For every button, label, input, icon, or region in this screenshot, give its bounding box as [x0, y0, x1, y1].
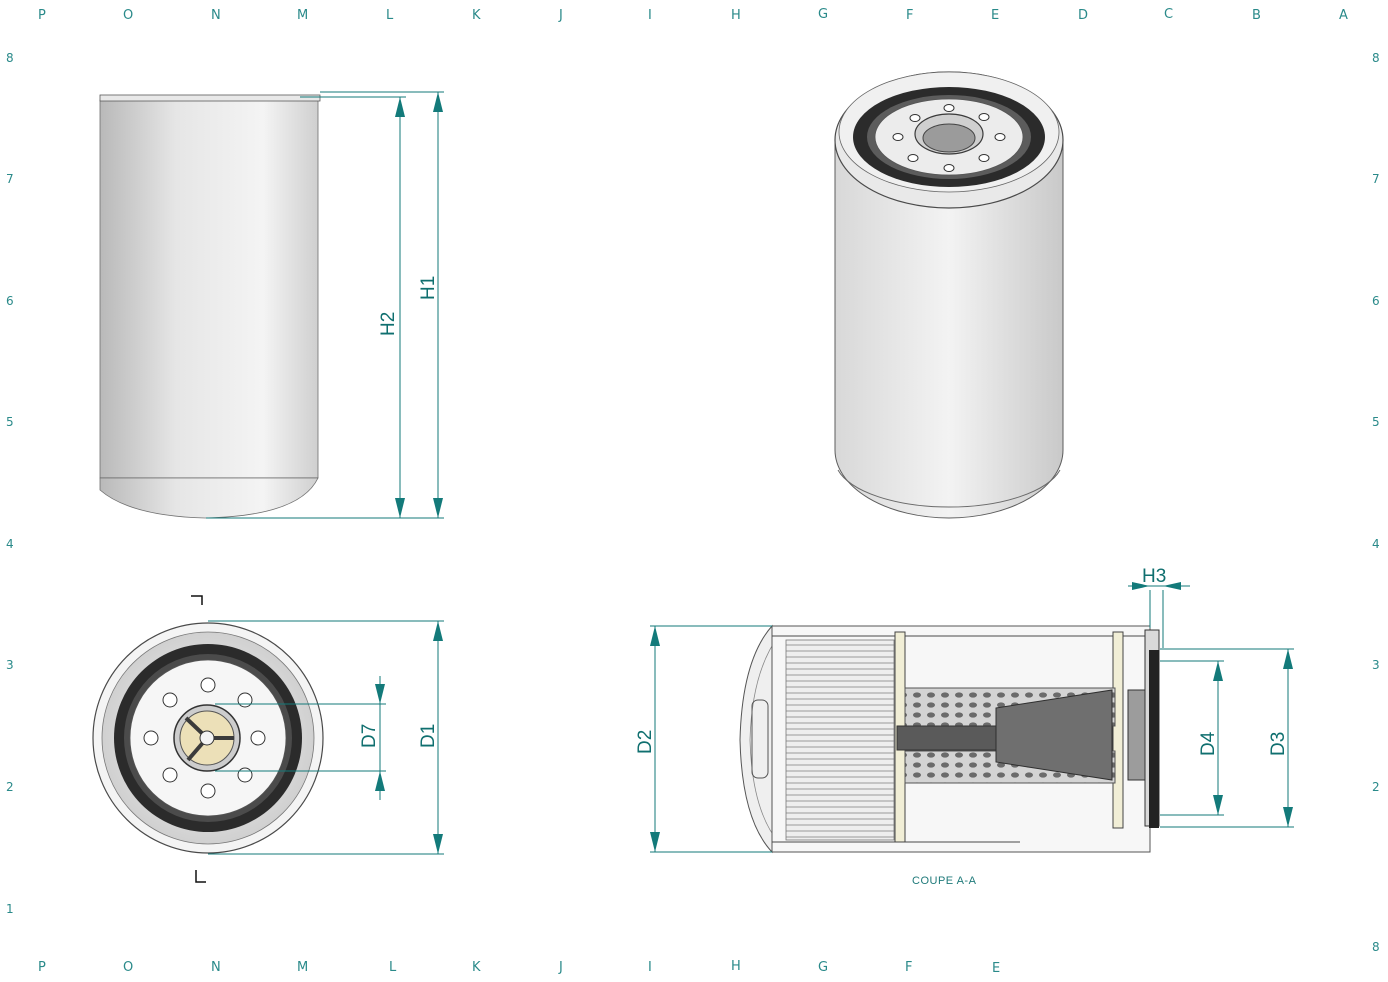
col-label-top-p: P — [38, 8, 46, 23]
d2-arrow-top — [650, 626, 660, 646]
d1-arrow-bottom — [433, 834, 443, 854]
front-center-hub — [199, 730, 215, 746]
section-mark-bottom — [195, 870, 206, 883]
row-label-left-8: 8 — [6, 51, 14, 65]
section-core-rod — [896, 725, 1003, 751]
iso-bottom-edge — [837, 469, 1061, 508]
section-dome-inner — [749, 633, 781, 845]
d3-arrow-bottom — [1283, 807, 1293, 827]
section-conical-valve — [995, 689, 1113, 781]
d4-arrow-top — [1213, 661, 1223, 681]
h2-label: H2 — [378, 312, 399, 336]
d7-label: D7 — [359, 724, 380, 748]
col-label-bottom-k: K — [472, 960, 481, 975]
col-label-bottom-m: M — [297, 960, 308, 975]
col-label-top-k: K — [472, 8, 481, 23]
side-view-body — [99, 99, 319, 479]
d7-arrow-bottom — [375, 771, 385, 791]
section-threaded-neck — [1127, 689, 1147, 781]
col-label-bottom-f: F — [905, 960, 912, 975]
grid-labels: P O N M L K J I H G F E D C B A P O N M … — [6, 7, 1380, 976]
d2-arrow-bottom — [650, 832, 660, 852]
side-view-dome — [99, 477, 319, 519]
col-label-top-a: A — [1339, 8, 1348, 23]
col-label-top-n: N — [211, 8, 221, 23]
section-endcap-right — [1112, 631, 1124, 829]
col-label-bottom-j: J — [558, 960, 563, 975]
col-label-top-d: D — [1078, 8, 1088, 23]
col-label-bottom-e: E — [992, 961, 1000, 976]
section-view: H3 D4 D3 D2 COUPE A-A — [635, 566, 1294, 887]
col-label-top-c: C — [1164, 7, 1173, 22]
row-label-left-3: 3 — [6, 658, 14, 672]
row-label-right-3: 3 — [1372, 658, 1380, 672]
h1-arrow-bottom — [433, 498, 443, 518]
d3-label: D3 — [1268, 732, 1289, 756]
col-label-bottom-p: P — [38, 960, 46, 975]
section-dome-clip — [751, 699, 769, 779]
h1-label: H1 — [418, 276, 439, 300]
d4-label: D4 — [1198, 731, 1219, 756]
col-label-bottom-n: N — [211, 960, 221, 975]
h2-arrow-bottom — [395, 498, 405, 518]
row-label-right-8: 8 — [1372, 51, 1380, 65]
side-view: H2 H1 — [99, 91, 444, 519]
front-bolt-holes — [143, 677, 266, 799]
row-label-left-2: 2 — [6, 780, 14, 794]
row-label-right-2: 2 — [1372, 780, 1380, 794]
col-label-top-h: H — [731, 8, 741, 23]
d7-arrow-top — [375, 684, 385, 704]
col-label-bottom-h: H — [731, 959, 741, 974]
iso-center-bore — [922, 123, 976, 153]
col-label-top-o: O — [123, 8, 133, 23]
col-label-top-f: F — [906, 8, 913, 23]
d2-label: D2 — [635, 730, 656, 754]
section-pleated-media — [785, 639, 895, 841]
iso-body — [834, 139, 1064, 519]
row-label-right-6: 6 — [1372, 294, 1380, 308]
row-label-right-8-bottom: 8 — [1372, 940, 1380, 954]
col-label-bottom-l: L — [389, 960, 397, 975]
col-label-bottom-o: O — [123, 960, 133, 975]
section-caption: COUPE A-A — [912, 875, 977, 887]
iso-bolt-holes — [892, 104, 1006, 172]
h1-arrow-top — [433, 92, 443, 112]
row-label-left-7: 7 — [6, 172, 14, 186]
col-label-top-l: L — [386, 8, 394, 23]
front-view: D7 D1 — [92, 595, 444, 883]
col-label-top-e: E — [991, 8, 999, 23]
row-label-left-1: 1 — [6, 902, 14, 916]
row-label-left-4: 4 — [6, 537, 14, 551]
row-label-left-5: 5 — [6, 415, 14, 429]
h3-arrow-left — [1132, 582, 1150, 590]
isometric-view — [834, 71, 1064, 519]
d1-arrow-top — [433, 621, 443, 641]
side-view-top-rim — [99, 94, 321, 102]
row-label-right-5: 5 — [1372, 415, 1380, 429]
section-mark-top — [191, 595, 203, 605]
col-label-bottom-g: G — [818, 960, 828, 975]
row-label-left-6: 6 — [6, 294, 14, 308]
row-label-right-4: 4 — [1372, 537, 1380, 551]
h3-arrow-right — [1163, 582, 1181, 590]
section-gasket — [1149, 650, 1159, 828]
h2-arrow-top — [395, 97, 405, 117]
section-dome — [739, 624, 773, 854]
col-label-top-b: B — [1252, 8, 1261, 23]
col-label-top-j: J — [558, 8, 563, 23]
h3-label: H3 — [1142, 566, 1166, 587]
col-label-top-g: G — [818, 7, 828, 22]
col-label-top-m: M — [297, 8, 308, 23]
d1-label: D1 — [418, 724, 439, 748]
d3-arrow-top — [1283, 649, 1293, 669]
row-label-right-7: 7 — [1372, 172, 1380, 186]
col-label-bottom-i: I — [648, 960, 652, 975]
col-label-top-i: I — [648, 8, 652, 23]
d4-arrow-bottom — [1213, 795, 1223, 815]
